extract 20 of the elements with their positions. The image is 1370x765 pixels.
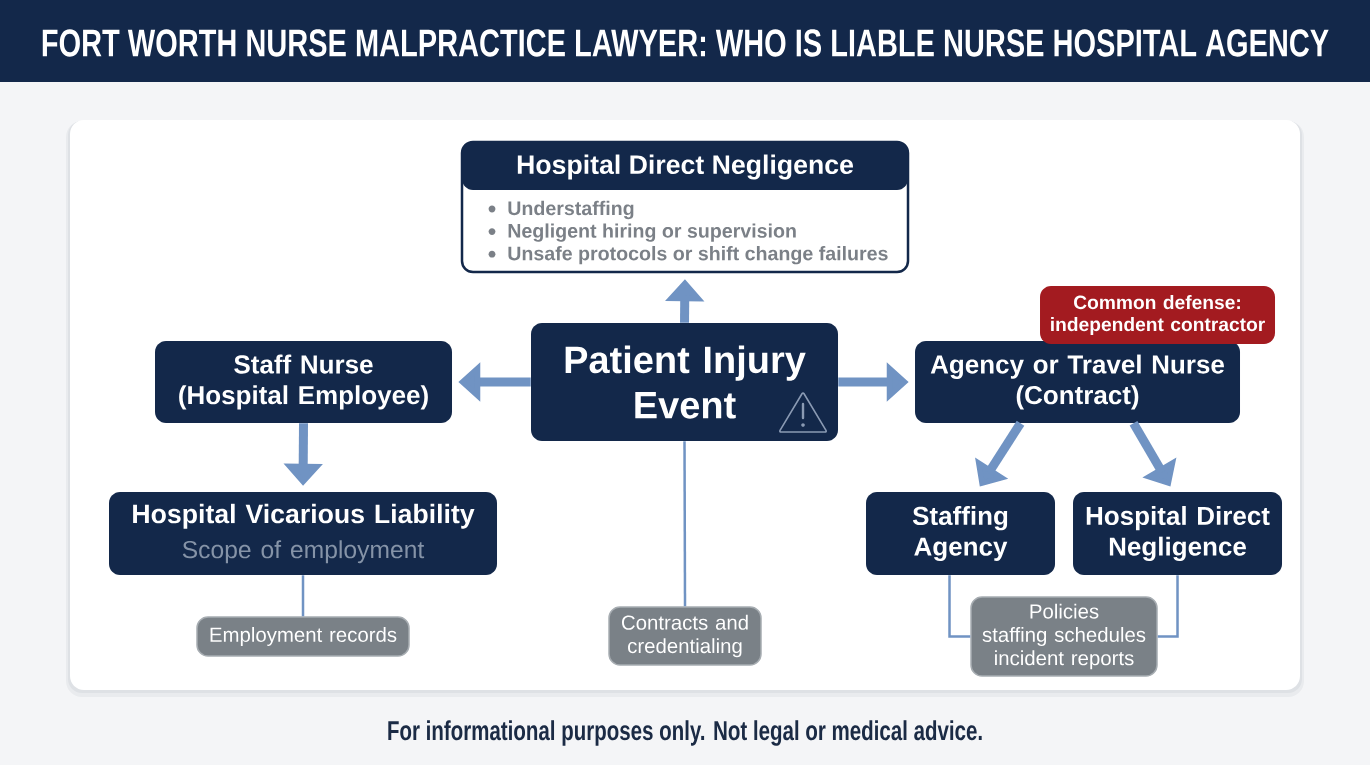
alert-box: Common defense: independent contractor: [1040, 286, 1275, 344]
list-item: Unsafe protocols or shift change failures: [508, 246, 888, 265]
note-box: Contracts and credentialing: [608, 606, 762, 666]
connector-line: [301, 575, 305, 617]
process-box: Staffing Agency: [866, 492, 1055, 575]
connector-line: [948, 575, 971, 638]
process-box: Hospital Vicarious Liability Scope of employment: [109, 492, 497, 575]
footer-note: For informational purposes only. Not legal or medical advice.: [388, 720, 982, 746]
note-box: Employment records: [196, 616, 410, 657]
list-item: Understaffing: [508, 200, 634, 220]
title-banner: FORT WORTH NURSE MALPRACTICE LAWYER: WHO IS LIABLE NURSE HOSPITAL AGENCY: [0, 0, 1370, 82]
connector-line: [683, 441, 687, 607]
process-box: Staff Nurse (Hospital Employee): [155, 341, 452, 423]
process-box: Hospital Direct Negligence: [1073, 492, 1282, 575]
process-box: Agency or Travel Nurse (Contract): [915, 341, 1240, 423]
connector-line: [1157, 575, 1179, 638]
note-box: Policies staffing schedules incident reports: [970, 596, 1158, 677]
list-item: Negligent hiring or supervision: [508, 223, 796, 242]
card-heading: Hospital Direct Negligence: [462, 142, 908, 190]
process-box: Patient Injury Event: [531, 323, 838, 441]
